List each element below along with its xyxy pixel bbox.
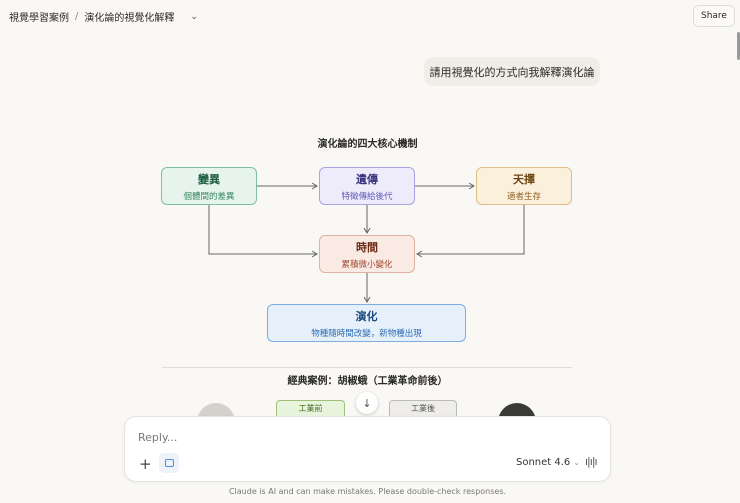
voice-icon[interactable]: ı|ı|ı	[585, 455, 598, 468]
arrow-selection-time	[416, 205, 525, 258]
node-title: 遺傳	[356, 172, 378, 186]
reply-input[interactable]: Reply...	[138, 431, 178, 444]
scroll-down-button[interactable]: ↓	[356, 392, 378, 414]
model-name: Sonnet 4.6	[516, 457, 571, 468]
node-selection: 天擇 適者生存	[476, 167, 572, 205]
model-selector[interactable]: Sonnet 4.6⌄	[516, 457, 580, 468]
node-title: 時間	[356, 240, 378, 254]
node-heredity: 遺傳 特徵傳給後代	[319, 167, 415, 205]
node-time: 時間 累積微小變化	[319, 235, 415, 273]
node-title: 變異	[198, 172, 220, 186]
diagram-title: 演化論的四大核心機制	[317, 139, 418, 150]
tools-button[interactable]	[159, 453, 179, 473]
breadcrumb-separator: /	[75, 11, 79, 22]
node-title: 天擇	[513, 172, 535, 186]
node-title: 演化	[355, 309, 378, 323]
case-title: 經典案例：胡椒蛾（工業革命前後）	[287, 376, 448, 387]
scrollbar[interactable]	[737, 32, 740, 60]
after-label: 工業後	[389, 400, 457, 416]
node-subtitle: 物種隨時間改變，新物種出現	[311, 328, 422, 339]
divider	[162, 367, 572, 368]
node-variation: 變異 個體間的差異	[161, 167, 257, 205]
add-button[interactable]: +	[139, 455, 152, 473]
chevron-down-icon: ⌄	[573, 458, 580, 467]
composer: Reply... + Sonnet 4.6⌄ ı|ı|ı	[124, 416, 611, 482]
before-label: 工業前	[276, 400, 345, 416]
arrow-down-icon: ↓	[362, 396, 372, 410]
share-button[interactable]: Share	[693, 5, 735, 27]
chevron-down-icon[interactable]: ⌄	[190, 11, 198, 22]
user-message: 請用視覺化的方式向我解釋演化論	[424, 57, 600, 86]
node-evolution: 演化 物種隨時間改變，新物種出現	[267, 304, 466, 342]
node-subtitle: 適者生存	[506, 191, 541, 202]
window-icon	[164, 459, 174, 467]
chat-title[interactable]: 演化論的視覺化解釋	[84, 13, 175, 24]
node-subtitle: 累積微小變化	[341, 259, 393, 270]
arrow-variation-time	[208, 205, 318, 258]
project-link[interactable]: 視覺學習案例	[9, 13, 69, 24]
node-subtitle: 特徵傳給後代	[341, 191, 393, 202]
node-subtitle: 個體間的差異	[183, 191, 235, 202]
breadcrumb: 視覺學習案例 / 演化論的視覺化解釋 ⌄	[9, 9, 198, 24]
disclaimer: Claude is AI and can make mistakes. Plea…	[228, 487, 507, 496]
